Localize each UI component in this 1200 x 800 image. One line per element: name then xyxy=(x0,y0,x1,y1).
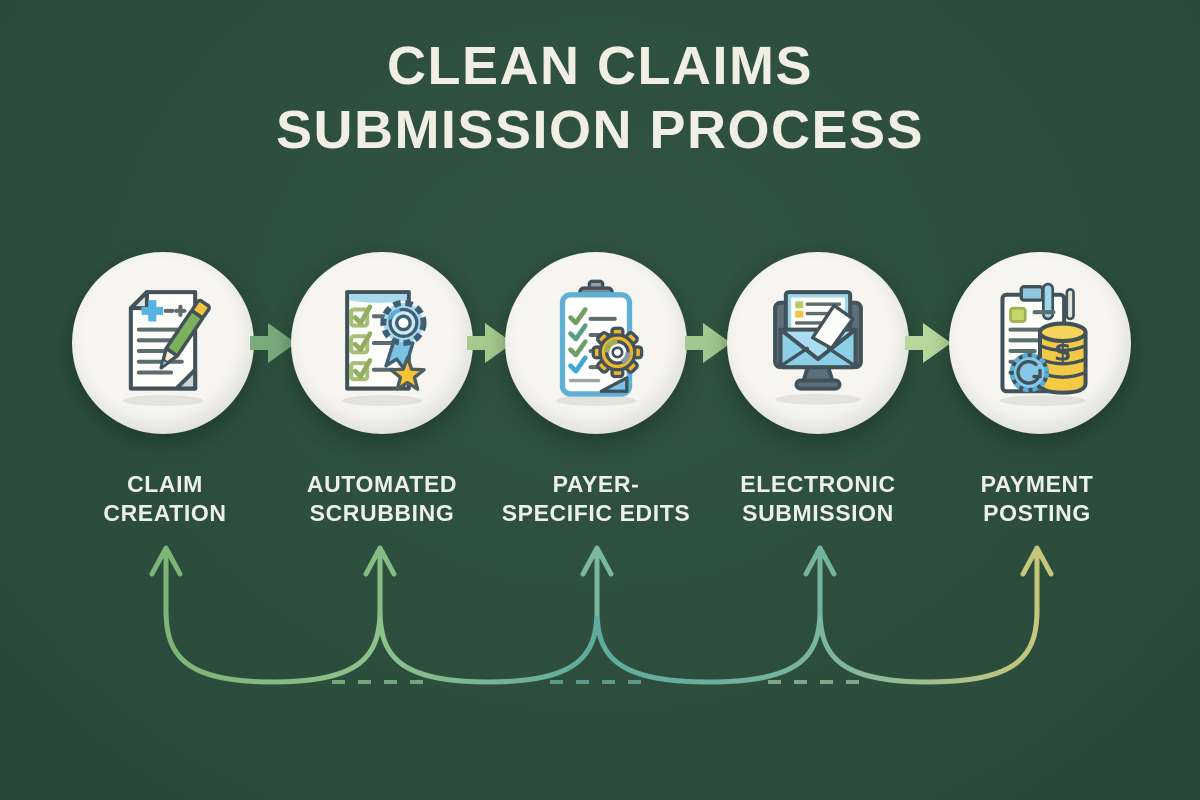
step-label-payer-specific-edits: PAYER- SPECIFIC EDITS xyxy=(476,470,716,528)
label-line: POSTING xyxy=(983,500,1091,526)
label-line: CREATION xyxy=(103,500,227,526)
step-circle-payment-posting: $ xyxy=(949,252,1131,434)
page-title: CLEAN CLAIMS SUBMISSION PROCESS xyxy=(0,34,1200,162)
label-line: SPECIFIC EDITS xyxy=(501,500,691,526)
step-label-claim-creation: CLAIM CREATION xyxy=(45,470,285,528)
step-label-payment-posting: PAYMENT POSTING xyxy=(917,470,1157,528)
checklist-ribbon-badge-icon xyxy=(341,290,427,406)
step-circle-electronic-submission xyxy=(727,252,909,434)
clipboard-gear-icon xyxy=(555,279,644,406)
step-circle-automated-scrubbing xyxy=(291,252,473,434)
step-label-electronic-submission: ELECTRONIC SUBMISSION xyxy=(698,470,938,528)
step-circle-payer-specific-edits xyxy=(505,252,687,434)
label-line: SUBMISSION xyxy=(742,500,894,526)
loop-curves xyxy=(163,609,1040,685)
forward-arrow-icon xyxy=(467,323,513,363)
title-line-1: CLEAN CLAIMS xyxy=(387,36,813,96)
label-line: ELECTRONIC xyxy=(740,471,896,497)
label-line: SCRUBBING xyxy=(309,500,455,526)
label-line: AUTOMATED xyxy=(306,471,458,497)
forward-arrow-icon xyxy=(250,323,296,363)
forward-arrow-icon xyxy=(905,323,951,363)
monitor-envelope-icon xyxy=(773,290,863,405)
svg-text:$: $ xyxy=(1054,337,1072,367)
title-line-2: SUBMISSION PROCESS xyxy=(275,100,925,160)
label-line: PAYER- xyxy=(552,471,640,497)
up-arrowheads xyxy=(149,545,1054,617)
forward-arrow-icon xyxy=(685,323,731,363)
document-pencil-icon xyxy=(122,290,211,406)
step-label-automated-scrubbing: AUTOMATED SCRUBBING xyxy=(262,470,502,528)
document-coins-icon: $ xyxy=(999,282,1088,406)
feedback-loop-arrows xyxy=(149,545,1054,685)
step-circle-claim-creation xyxy=(72,252,254,434)
label-line: PAYMENT xyxy=(980,471,1094,497)
label-line: CLAIM xyxy=(127,471,203,497)
